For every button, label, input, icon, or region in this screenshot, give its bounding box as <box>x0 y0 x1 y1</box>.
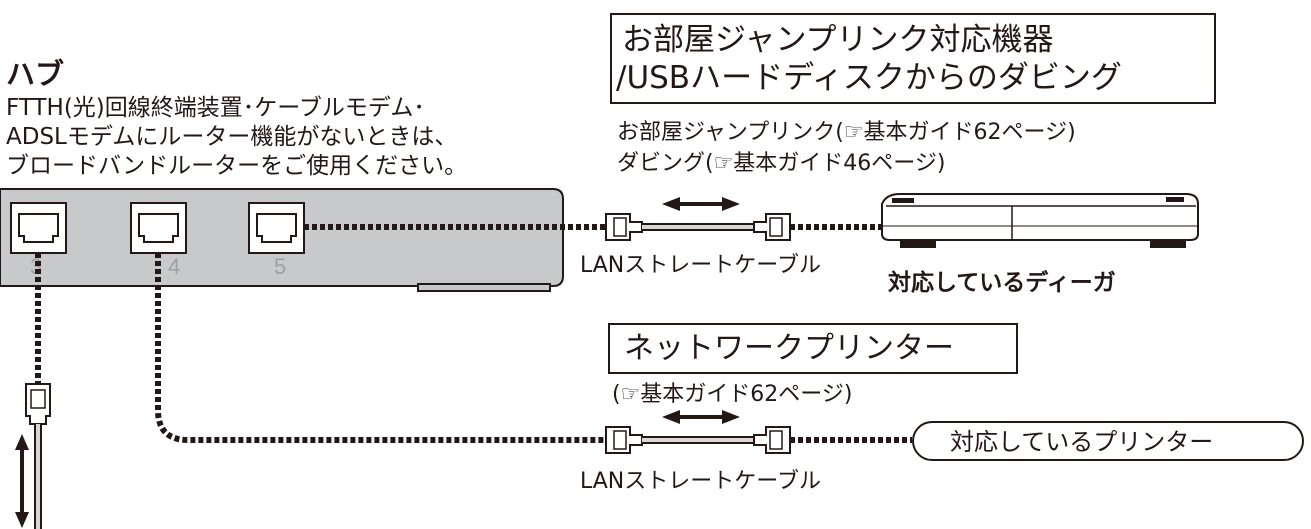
dubbing-title-line-2: /USBハードディスクからのダビング <box>616 60 1122 96</box>
printer-title-box: ネットワークプリンター <box>608 323 1018 374</box>
dubbing-title-box: お部屋ジャンプリンク対応機器 /USBハードディスクからのダビング <box>610 13 1216 104</box>
lan-cable-label-upper: LANストレートケーブル <box>580 253 821 278</box>
lan-cable-lower <box>605 426 791 454</box>
double-arrow-icon <box>662 410 740 424</box>
hub-port-4[interactable] <box>130 202 187 254</box>
diga-label: 対応しているディーガ <box>888 270 1116 296</box>
lan-connector-vertical <box>25 383 51 529</box>
vertical-double-arrow-icon <box>15 434 29 528</box>
port-label-5: 5 <box>274 254 286 279</box>
lan-cable-label-lower: LANストレートケーブル <box>580 469 821 494</box>
lan-cable-upper <box>605 213 791 241</box>
hub-title: ハブ <box>6 57 65 91</box>
printer-device-pill: 対応しているプリンター <box>912 421 1304 461</box>
hub-port-5[interactable] <box>248 202 305 254</box>
hub-note-line-1: FTTH(光)回線終端装置･ケーブルモデム･ <box>6 95 425 121</box>
printer-device-label: 対応しているプリンター <box>950 428 1214 456</box>
double-arrow-icon <box>662 197 740 211</box>
dubbing-ref-line-2: ダビング(☞基本ガイド46ページ) <box>617 151 946 176</box>
printer-title: ネットワークプリンター <box>624 331 954 366</box>
dubbing-title-line-1: お部屋ジャンプリンク対応機器 <box>622 22 1054 58</box>
diga-recorder-icon <box>881 193 1199 248</box>
dotted-cables <box>35 224 912 443</box>
port-label-4: 4 <box>168 254 180 279</box>
printer-ref: (☞基本ガイド62ページ) <box>612 382 853 407</box>
hub-port-3[interactable] <box>10 202 67 254</box>
hub-note-line-2: ADSLモデムにルーター機能がないときは、 <box>6 124 458 150</box>
dubbing-ref-line-1: お部屋ジャンプリンク(☞基本ガイド62ページ) <box>617 120 1076 145</box>
hub-note-line-3: ブロードバンドルーターをご使用ください。 <box>6 153 468 179</box>
